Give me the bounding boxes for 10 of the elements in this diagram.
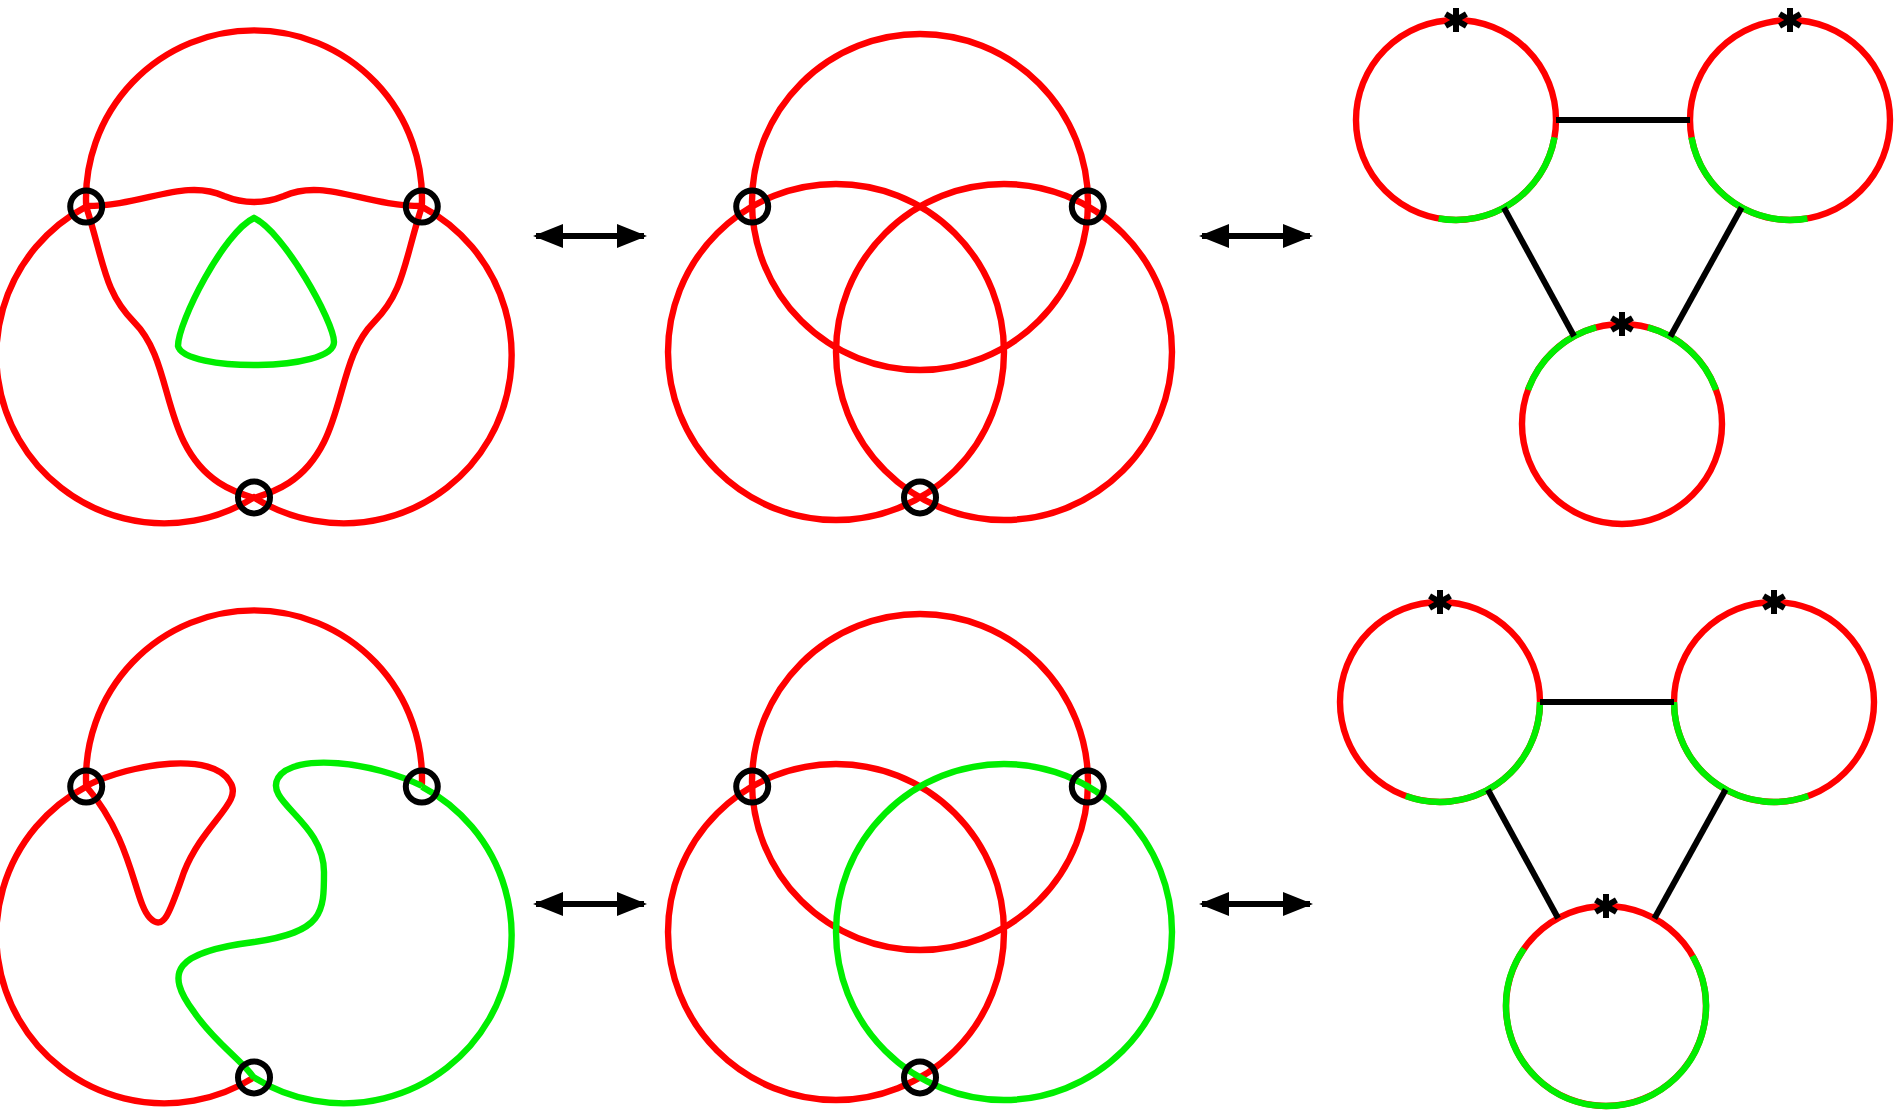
connecting-line: [1667, 206, 1745, 338]
connecting-line: [1501, 206, 1577, 338]
connecting-line: [1485, 788, 1561, 920]
double-arrow: [533, 224, 647, 248]
connecting-line: [1651, 788, 1729, 920]
double-arrow: [1199, 224, 1313, 248]
connecting-line: [1556, 117, 1690, 123]
double-arrow: [1199, 892, 1313, 916]
double-arrow: [533, 892, 647, 916]
connecting-line: [1540, 699, 1674, 705]
